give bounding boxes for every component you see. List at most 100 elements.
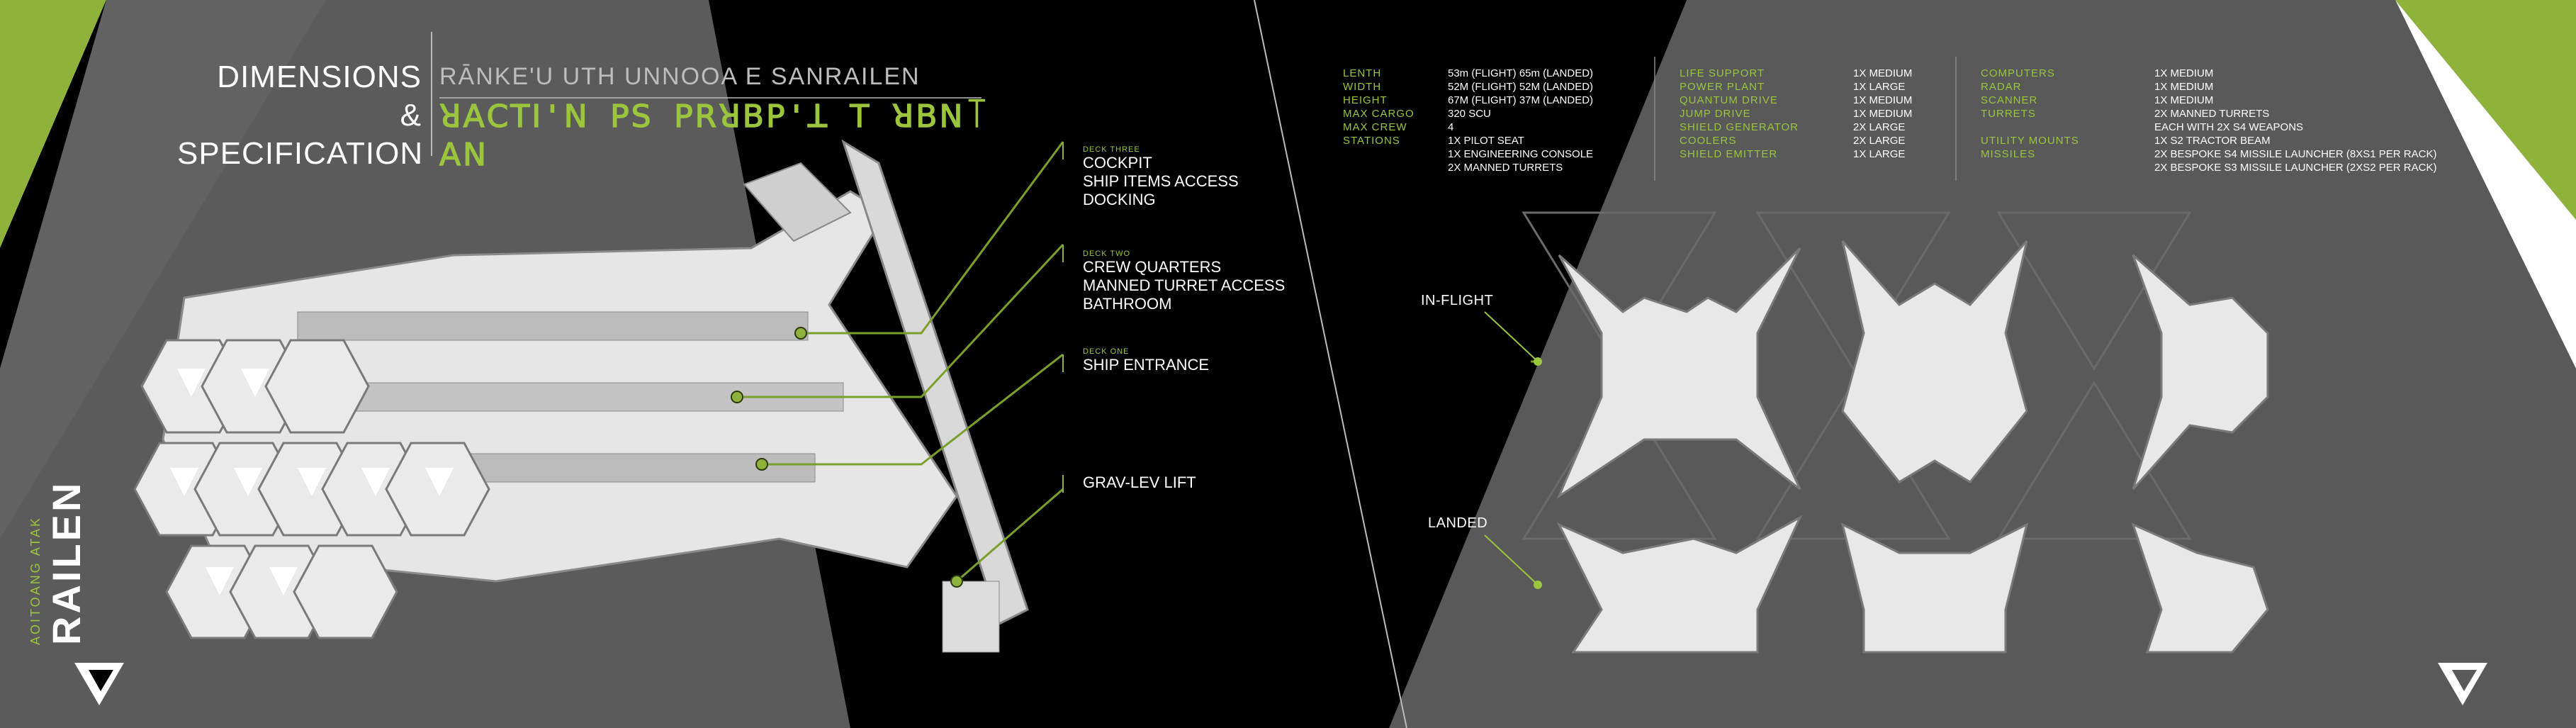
spec-row: COOLERS 2X LARGE — [1680, 134, 1949, 147]
landed-label: LANDED — [1428, 515, 1488, 531]
deck-one-label: DECK ONE — [1083, 347, 1130, 356]
spec-label: LIFE SUPPORT — [1680, 67, 1765, 79]
spec-value: 1X MEDIUM — [2154, 81, 2214, 93]
spec-row: JUMP DRIVE 1X MEDIUM — [1680, 107, 1949, 121]
deck-two-item: BATHROOM — [1083, 295, 1172, 313]
spec-value: 52M (FLIGHT) 52M (LANDED) — [1448, 81, 1594, 93]
spec-label: SHIELD EMITTER — [1680, 148, 1778, 160]
alien-title-roman: RĀNKE'U UTH UNNOOA E SANRAILEN — [439, 63, 921, 90]
spec-label: MAX CREW — [1343, 121, 1407, 133]
spec-table-basic: LENTH 53m (FLIGHT) 65m (LANDED) WIDTH 52M (… — [1343, 67, 1648, 174]
spec-value: 1X MEDIUM — [1853, 108, 1913, 120]
left-diagonal-strip — [0, 0, 326, 539]
title-line-1: DIMENSIONS — [217, 60, 422, 94]
spec-value: 1X S2 TRACTOR BEAM — [2154, 135, 2271, 147]
spec-row: LIFE SUPPORT 1X MEDIUM — [1680, 67, 1949, 80]
spec-value: 53m (FLIGHT) 65m (LANDED) — [1448, 67, 1594, 79]
ship-name: RAILEN — [44, 480, 89, 645]
spec-row: MAX CARGO 320 SCU — [1343, 107, 1648, 121]
spec-row: 1X ENGINEERING CONSOLE — [1343, 147, 1648, 161]
spec-label: RADAR — [1981, 81, 2022, 93]
spec-value: 2X BESPOKE S4 MISSILE LAUNCHER (8XS1 PER… — [2154, 148, 2437, 160]
spec-row: QUANTUM DRIVE 1X MEDIUM — [1680, 94, 1949, 107]
spec-label: UTILITY MOUNTS — [1981, 135, 2079, 147]
deck-two-label: DECK TWO — [1083, 250, 1131, 258]
spec-value: 67M (FLIGHT) 37M (LANDED) — [1448, 94, 1594, 106]
spec-label — [1343, 161, 1448, 174]
spec-value: 1X MEDIUM — [1853, 67, 1913, 79]
spec-value: 2X LARGE — [1853, 135, 1906, 147]
spec-label: POWER PLANT — [1680, 81, 1765, 93]
spec-label — [1981, 121, 2154, 134]
spec-label: JUMP DRIVE — [1680, 108, 1751, 120]
spec-value: 1X MEDIUM — [1853, 94, 1913, 106]
aopoa-logo-bottom-left — [74, 663, 124, 705]
spec-label: SCANNER — [1981, 94, 2038, 106]
spec-row: SHIELD GENERATOR 2X LARGE — [1680, 121, 1949, 134]
deck-three-item: COCKPIT — [1083, 154, 1152, 172]
deck-one-item: SHIP ENTRANCE — [1083, 356, 1210, 374]
spec-value: 2X BESPOKE S3 MISSILE LAUNCHER (2XS2 PER… — [2154, 162, 2437, 174]
grav-lev-lift-label: GRAV-LEV LIFT — [1083, 474, 1196, 491]
spec-label: QUANTUM DRIVE — [1680, 94, 1778, 106]
spec-value: 1X PILOT SEAT — [1448, 135, 1524, 147]
spec-row: 2X BESPOKE S3 MISSILE LAUNCHER (2XS2 PER… — [1981, 161, 2519, 174]
spec-value: 2X MANNED TURRETS — [1448, 162, 1563, 174]
spec-label: WIDTH — [1343, 81, 1382, 93]
spec-row: STATIONS 1X PILOT SEAT — [1343, 134, 1648, 147]
in-flight-label: IN-FLIGHT — [1421, 293, 1494, 308]
hex-tile-array — [133, 339, 490, 639]
spec-table-weapons: COMPUTERS 1X MEDIUM RADAR 1X MEDIUM SCANNER 1… — [1981, 67, 2519, 174]
spec-row: MISSILES 2X BESPOKE S4 MISSILE LAUNCHER (… — [1981, 147, 2519, 161]
ship-manufacturer: AOITOANG ATAK — [28, 515, 43, 645]
spec-value: 2X LARGE — [1853, 121, 1906, 133]
spec-row: COMPUTERS 1X MEDIUM — [1981, 67, 2519, 80]
spec-value: 320 SCU — [1448, 108, 1491, 120]
spec-label: TURRETS — [1981, 108, 2036, 120]
spec-label: STATIONS — [1343, 135, 1400, 147]
in-flight-views — [1556, 240, 2269, 500]
spec-label: MAX CARGO — [1343, 108, 1414, 120]
spec-row: HEIGHT 67M (FLIGHT) 37M (LANDED) — [1343, 94, 1648, 107]
deck-callout-one: DECK ONE SHIP ENTRANCE — [1083, 347, 1295, 374]
spec-row: SHIELD EMITTER 1X LARGE — [1680, 147, 1949, 161]
spec-value: EACH WITH 2X S4 WEAPONS — [2154, 121, 2304, 133]
deck-three-label: DECK THREE — [1083, 145, 1140, 154]
spec-row: SCANNER 1X MEDIUM — [1981, 94, 2519, 107]
deck-three-item: SHIP ITEMS ACCESS — [1083, 172, 1239, 190]
spec-row: LENTH 53m (FLIGHT) 65m (LANDED) — [1343, 67, 1648, 80]
title-block: DIMENSIONS & SPECIFICATION — [177, 58, 422, 173]
spec-value: 1X LARGE — [1853, 148, 1906, 160]
spec-label — [1343, 147, 1448, 161]
spec-value: 1X LARGE — [1853, 81, 1906, 93]
deck-two-item: CREW QUARTERS — [1083, 258, 1222, 276]
spec-row: WIDTH 52M (FLIGHT) 52M (LANDED) — [1343, 80, 1648, 94]
spec-label — [1981, 161, 2154, 174]
spec-row: UTILITY MOUNTS 1X S2 TRACTOR BEAM — [1981, 134, 2519, 147]
title-line-2: & SPECIFICATION — [177, 98, 424, 171]
spec-table-systems: LIFE SUPPORT 1X MEDIUM POWER PLANT 1X LARGE… — [1680, 67, 1949, 161]
alien-title-script: ꓤꓮꓚꓔꓲ'ꓠ ꓑꓢ ꓑꓣꓤꓐꓑ'ꓕ ꓔ ꓤꓐꓠ꓄ꓮꓠ — [439, 99, 991, 173]
spec-label: COOLERS — [1680, 135, 1737, 147]
spec-value: 1X MEDIUM — [2154, 67, 2214, 79]
spec-row: RADAR 1X MEDIUM — [1981, 80, 2519, 94]
spec-row: POWER PLANT 1X LARGE — [1680, 80, 1949, 94]
deck-two-item: MANNED TURRET ACCESS — [1083, 276, 1286, 294]
deck-callout-two: DECK TWO CREW QUARTERS MANNED TURRET ACC… — [1083, 250, 1310, 313]
alien-title-block: RĀNKE'U UTH UNNOOA E SANRAILEN ꓤꓮꓚꓔꓲ'ꓠ ꓑ… — [439, 62, 992, 174]
spec-value: 1X MEDIUM — [2154, 94, 2214, 106]
spec-row: EACH WITH 2X S4 WEAPONS — [1981, 121, 2519, 134]
spec-row: 2X MANNED TURRETS — [1343, 161, 1648, 174]
ship-name-vertical: AOITOANG ATAK RAILEN — [28, 461, 89, 645]
spec-label: HEIGHT — [1343, 94, 1388, 106]
spec-label: LENTH — [1343, 67, 1382, 79]
spec-label: MISSILES — [1981, 148, 2036, 160]
deck-three-item: DOCKING — [1083, 191, 1156, 208]
spec-value: 4 — [1448, 121, 1454, 133]
spec-label: SHIELD GENERATOR — [1680, 121, 1799, 133]
spec-label: COMPUTERS — [1981, 67, 2055, 79]
landed-views — [1556, 515, 2269, 654]
aopoa-logo-bottom-right — [2438, 663, 2487, 705]
